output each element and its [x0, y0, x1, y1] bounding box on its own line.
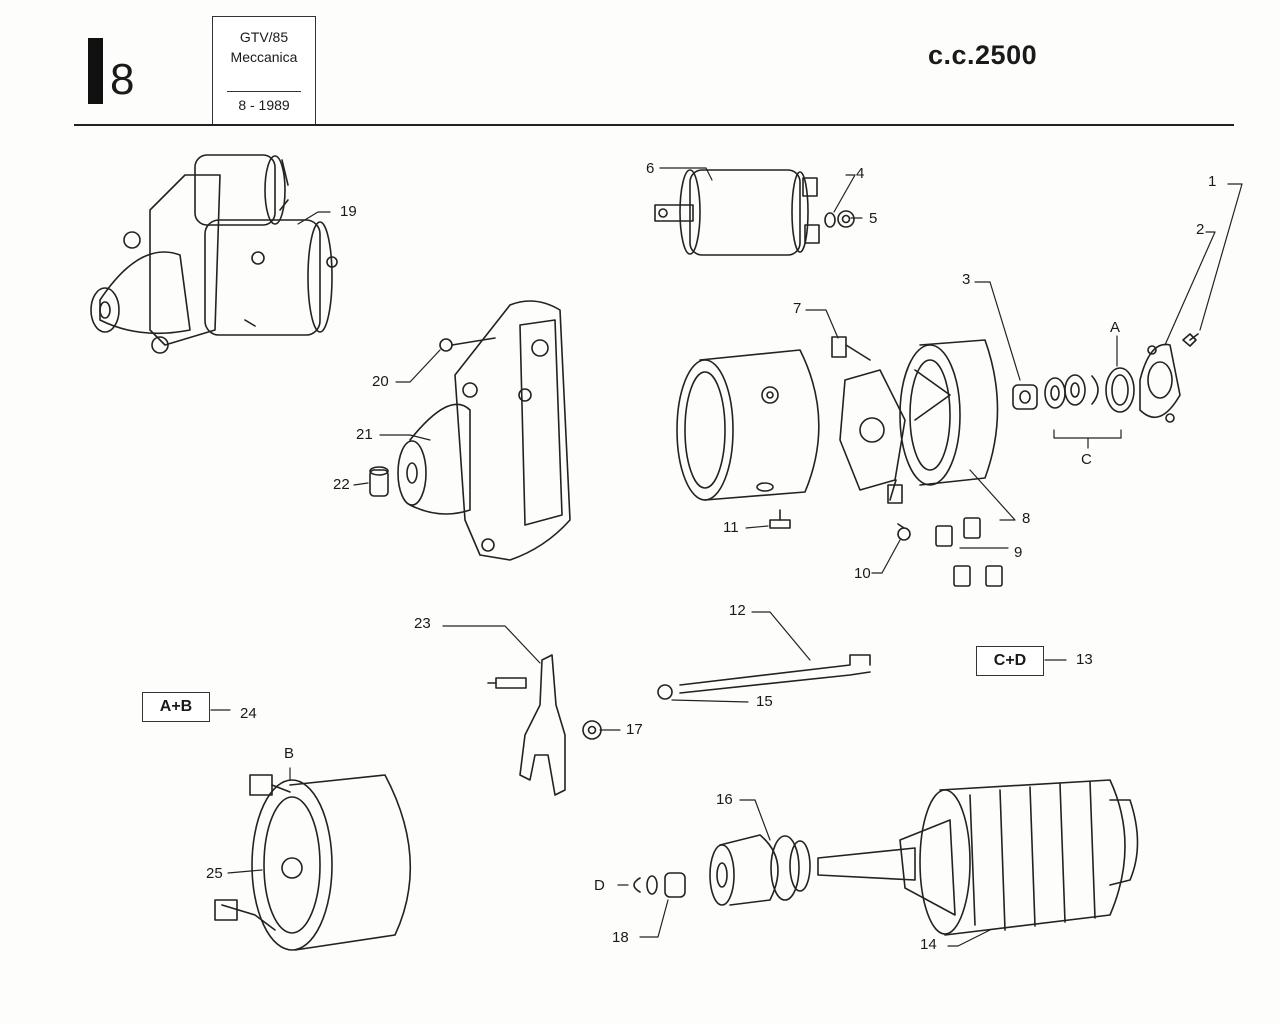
- header-rule: [74, 124, 1234, 126]
- part-d-clip: [633, 877, 641, 893]
- label-part-9: 9: [1014, 544, 1023, 561]
- part-5-nut: [837, 210, 855, 228]
- label-part-1: 1: [1208, 173, 1217, 190]
- label-part-12: 12: [729, 602, 746, 619]
- part-21-drive-end-frame: [397, 300, 571, 561]
- part-14-armature: [817, 779, 1139, 936]
- part-2-end-cover: [1139, 343, 1181, 423]
- section-number: 8: [110, 55, 135, 104]
- label-part-16: 16: [716, 791, 733, 808]
- label-part-15: 15: [756, 693, 773, 710]
- section-letter-bar: [88, 38, 103, 104]
- category-label: Meccanica: [230, 49, 298, 65]
- label-part-11: 11: [723, 519, 739, 536]
- model-label: GTV/85: [239, 29, 289, 45]
- kit-box-a-b: A+B: [142, 692, 210, 722]
- part-6-solenoid: [654, 169, 820, 256]
- label-part-4: 4: [856, 165, 865, 182]
- label-part-23: 23: [414, 615, 431, 632]
- label-part-24: 24: [240, 705, 257, 722]
- part-7-brush-holder: [831, 336, 906, 504]
- label-part-8: 8: [1022, 510, 1031, 527]
- label-part-5: 5: [869, 210, 878, 227]
- part-25-commutator-end: [214, 774, 412, 951]
- part-4-washer: [824, 212, 836, 228]
- label-part-18: 18: [612, 929, 629, 946]
- part-10-clip: [897, 523, 911, 541]
- label-part-22: 22: [333, 476, 350, 493]
- part-1-screw: [1182, 333, 1199, 347]
- part-11-screw: [769, 509, 791, 529]
- part-15-washer: [657, 684, 673, 700]
- part-18-washer: [646, 875, 658, 895]
- kit-box-c-d: C+D: [976, 646, 1044, 676]
- part-3-bushing: [1012, 384, 1038, 410]
- label-part-7: 7: [793, 300, 802, 317]
- label-part-3: 3: [962, 271, 971, 288]
- part-22-bush: [369, 466, 389, 497]
- label-part-13: 13: [1076, 651, 1093, 668]
- part-12-through-bolt: [679, 654, 871, 694]
- header-separator: [227, 91, 301, 92]
- label-part-25: 25: [206, 865, 223, 882]
- part-23-fork-lever: [487, 654, 566, 796]
- part-20-screw: [439, 337, 496, 352]
- part-19-starter-motor: [90, 154, 338, 354]
- part-9-brushes: [935, 517, 1003, 587]
- part-17-nut: [582, 720, 602, 740]
- label-part-21: 21: [356, 426, 373, 443]
- label-part-6: 6: [646, 160, 655, 177]
- label-letter-c: C: [1081, 451, 1092, 468]
- label-part-19: 19: [340, 203, 357, 220]
- part-8-field-housing: [899, 339, 999, 486]
- part-18-bush: [664, 872, 686, 898]
- part-a-gasket: [1105, 367, 1135, 413]
- part-16-drive-pinion: [709, 834, 811, 906]
- label-letter-a: A: [1110, 319, 1121, 336]
- label-part-10: 10: [854, 565, 871, 582]
- date-label: 8 - 1989: [238, 97, 290, 113]
- engine-displacement: c.c.2500: [928, 40, 1038, 70]
- label-part-17: 17: [626, 721, 643, 738]
- label-letter-b: B: [284, 745, 295, 762]
- label-part-14: 14: [920, 936, 937, 953]
- part-yoke-housing: [676, 349, 820, 501]
- label-letter-d: D: [594, 877, 605, 894]
- header-info-box: GTV/85 Meccanica 8 - 1989: [212, 16, 316, 126]
- part-c-shim-stack: [1044, 374, 1099, 409]
- leader-lines: [210, 167, 1243, 947]
- label-part-2: 2: [1196, 221, 1205, 238]
- label-part-20: 20: [372, 373, 389, 390]
